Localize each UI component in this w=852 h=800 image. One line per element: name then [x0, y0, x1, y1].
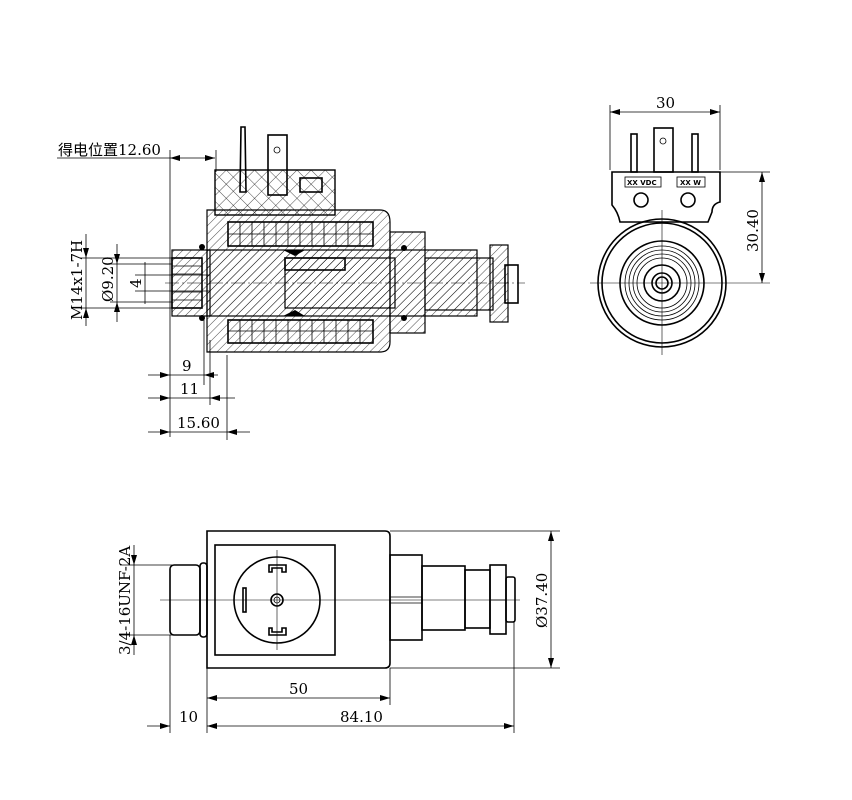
voltage-plate: XX VDC [627, 179, 657, 187]
dimension-energized-position: 得电位置12.60 [57, 141, 217, 437]
end-view: 30 XX VDC XX W 30.40 [590, 94, 770, 355]
ground-pin [653, 127, 674, 173]
bore-label: 4 [127, 278, 145, 288]
ground-pin [267, 134, 288, 196]
end-cap [504, 264, 519, 304]
energized-position-label: 得电位置12.60 [58, 141, 161, 159]
thread-length-label: 10 [179, 708, 198, 726]
terminal-pin [239, 126, 247, 193]
power-plate: XX W [680, 179, 701, 187]
section-view: 得电位置12.60 M14x1-7H Ø9.20 4 9 [57, 126, 525, 440]
dim-9: 9 [182, 357, 192, 375]
label-plate [611, 171, 721, 223]
lock-nut [489, 564, 507, 635]
thread-label: 3/4-16UNF-2A [116, 546, 134, 655]
height-label: 30.40 [744, 209, 762, 252]
lock-nut [489, 244, 509, 323]
hex-nut [389, 231, 426, 334]
diameter-label: Ø37.40 [533, 573, 551, 628]
thread-label: M14x1-7H [68, 240, 86, 320]
dimension-thread: M14x1-7H Ø9.20 4 [68, 234, 210, 326]
dim-11: 11 [180, 380, 199, 398]
side-view: 3/4-16UNF-2A Ø37.40 50 10 84.10 [116, 530, 560, 733]
dim-15-60: 15.60 [177, 414, 220, 432]
width-label: 30 [656, 94, 675, 112]
coil-winding-bottom [227, 319, 374, 344]
total-length-label: 84.10 [340, 708, 383, 726]
coil-body [206, 530, 391, 669]
dimension-lengths: 9 11 15.60 [148, 320, 250, 440]
hex-nut [389, 554, 423, 641]
valve-seat [424, 257, 494, 311]
diameter-label: Ø9.20 [99, 256, 117, 302]
coil-length-label: 50 [289, 680, 308, 698]
